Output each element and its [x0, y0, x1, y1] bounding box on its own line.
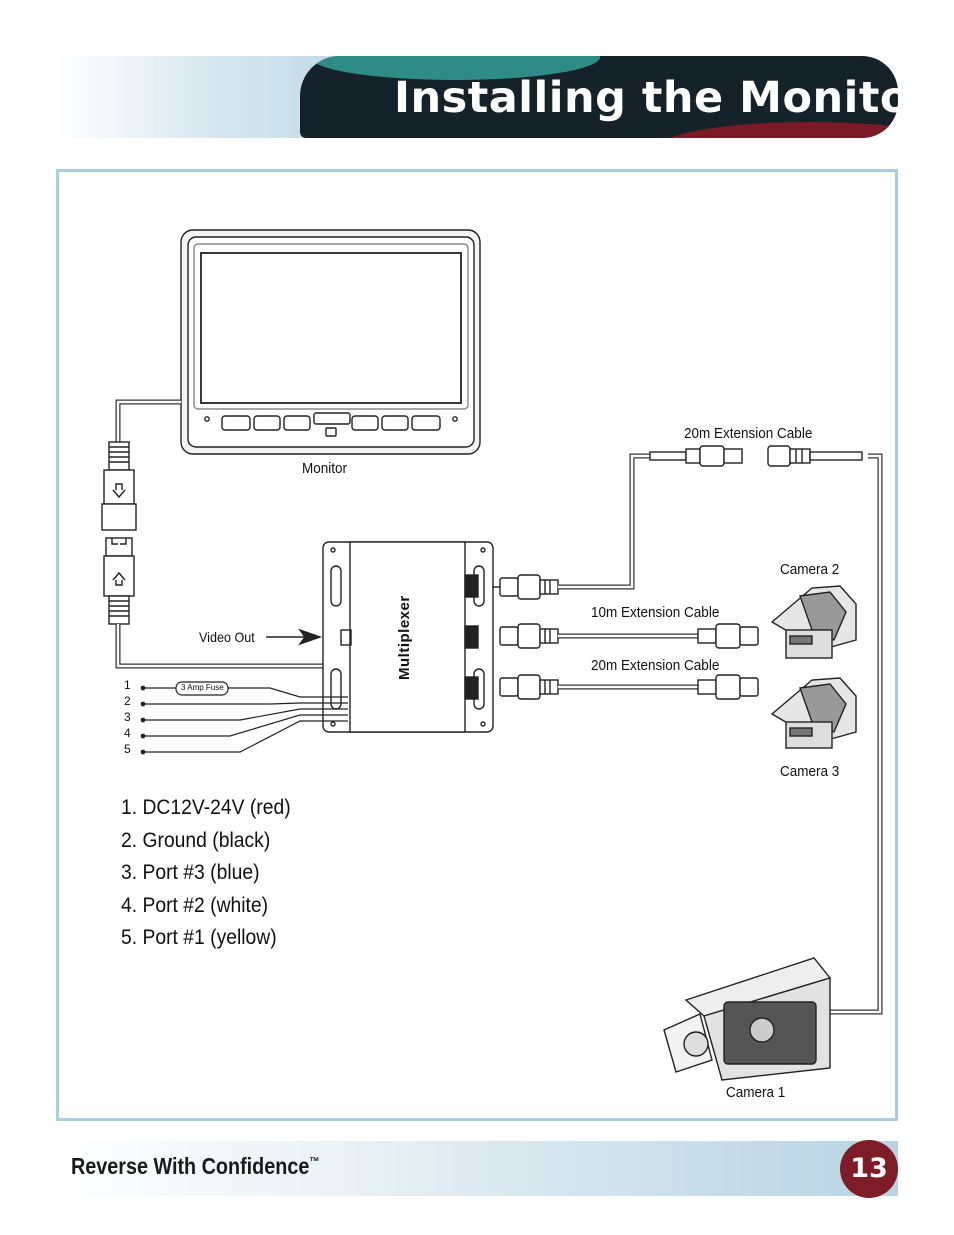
camera-1-label: Camera 1 [726, 1084, 786, 1101]
camera-2-cable-end [697, 623, 759, 649]
trademark-symbol: ™ [309, 1154, 320, 1169]
top-extension-connectors [649, 445, 863, 467]
pin-1-label: 1 [124, 678, 131, 692]
fuse-label: 3 Amp Fuse [181, 683, 224, 692]
page-title: Installing the Monitor [394, 73, 932, 123]
footer-brand: Reverse With Confidence™ [71, 1153, 320, 1180]
port-3-connector [499, 674, 559, 700]
camera-3-cable-end [697, 674, 759, 700]
footer-brand-text: Reverse With Confidence [71, 1153, 310, 1179]
port-2-connector [499, 623, 559, 649]
pin-4-label: 4 [124, 726, 131, 740]
legend-item: 2. Ground (black) [121, 828, 271, 852]
camera-2-label: Camera 2 [780, 561, 840, 578]
extension-cable-top-label: 20m Extension Cable [684, 425, 813, 442]
multiplexer-connector-plug [103, 537, 135, 625]
pin-3-label: 3 [124, 710, 131, 724]
extension-cable-mid-label: 10m Extension Cable [591, 604, 720, 621]
monitor-connector-plug [101, 441, 137, 531]
video-out-label: Video Out [199, 629, 255, 645]
wire-legend: 1. DC12V-24V (red) 2. Ground (black) 3. … [121, 793, 305, 956]
legend-item: 3. Port #3 (blue) [121, 861, 260, 884]
camera-3-illustration [770, 677, 857, 749]
monitor-label: Monitor [302, 460, 348, 477]
legend-item: 5. Port #1 (yellow) [121, 926, 277, 949]
extension-cable-bottom-label: 20m Extension Cable [591, 657, 720, 674]
monitor-illustration [180, 229, 481, 455]
power-wires [140, 681, 348, 755]
page-number: 13 [840, 1140, 898, 1198]
camera-3-label: Camera 3 [780, 763, 840, 780]
camera-1-illustration [663, 957, 832, 1081]
header-banner [300, 56, 898, 138]
port-1-connector [492, 574, 559, 600]
header-red-accent [660, 122, 898, 138]
legend-item: 4. Port #2 (white) [121, 893, 269, 917]
camera-2-illustration [770, 585, 857, 659]
pin-5-label: 5 [124, 742, 131, 756]
footer-bar [56, 1141, 898, 1196]
pin-2-label: 2 [124, 694, 131, 708]
multiplexer-box [322, 541, 494, 733]
multiplexer-label: Multiplexer [396, 595, 413, 680]
legend-item: 1. DC12V-24V (red) [121, 796, 291, 819]
